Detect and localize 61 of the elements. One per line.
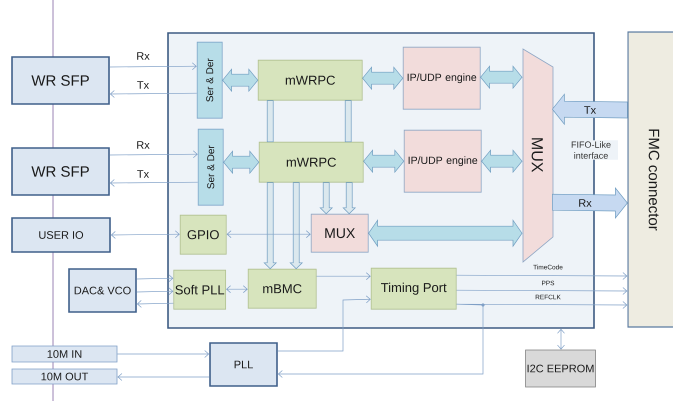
port-box: 10M IN — [12, 346, 118, 362]
edge-label: Tx — [136, 80, 150, 90]
memory-chip-box: I2C EEPROM — [525, 350, 596, 388]
core-block: GPIO — [180, 214, 227, 255]
mux-block: MUX — [310, 214, 369, 253]
block-arrow — [319, 182, 334, 214]
module-box: PLL — [209, 342, 278, 387]
arrow — [557, 328, 565, 350]
arrow — [110, 90, 198, 98]
edge-label: Rx — [136, 140, 150, 150]
bus-bar — [344, 100, 352, 142]
core-block: mWRPC — [258, 142, 364, 183]
block-arrow — [480, 65, 522, 90]
arrow — [117, 373, 210, 381]
serdes-block: Ser & Der — [198, 128, 224, 206]
edge-label: Rx — [136, 52, 150, 60]
core-block: Timing Port — [370, 268, 457, 310]
bus-bar — [266, 100, 274, 142]
block-arrow — [552, 187, 628, 219]
module-box: WR SFP — [11, 56, 110, 105]
interface-label: FIFO-Like interface — [564, 140, 618, 160]
arrow — [109, 150, 198, 158]
block-arrow — [368, 219, 522, 248]
block-arrow — [289, 182, 304, 270]
serdes-block: Ser & Der — [196, 42, 223, 119]
module-box: USER IO — [11, 217, 111, 253]
engine-block: IP/UDP engine — [402, 46, 481, 110]
arrow — [136, 300, 174, 308]
arrow — [109, 62, 197, 70]
arrow — [136, 287, 174, 296]
edge-label: Tx — [583, 106, 597, 114]
connector-block: FMC connector — [627, 31, 673, 328]
arrow — [278, 303, 485, 378]
core-block: Soft PLL — [173, 270, 226, 310]
block-arrow — [263, 182, 278, 270]
core-block: mWRPC — [258, 60, 363, 101]
edge-label: Rx — [578, 198, 592, 208]
block-arrow — [362, 66, 404, 90]
engine-block: IP/UDP engine — [404, 130, 482, 193]
module-box: DAC& VCO — [68, 268, 137, 313]
arrow — [226, 285, 248, 294]
arrow — [456, 301, 628, 309]
arrow — [277, 295, 371, 352]
arrow — [456, 272, 628, 280]
port-box: 10M OUT — [12, 368, 118, 384]
arrow — [136, 274, 174, 282]
arrow — [316, 272, 371, 280]
block-arrow — [363, 149, 404, 174]
block-arrow — [222, 68, 258, 92]
edge-label: Tx — [136, 170, 150, 178]
arrow — [226, 230, 311, 238]
block-arrow — [342, 182, 356, 214]
block-arrow — [552, 93, 628, 126]
module-box: WR SFP — [11, 147, 110, 196]
core-block: mBMC — [248, 268, 317, 309]
arrow — [110, 230, 180, 239]
arrow — [110, 179, 198, 187]
arrow — [117, 350, 210, 358]
block-arrow — [481, 149, 522, 174]
arrow — [456, 287, 628, 295]
block-arrow — [223, 150, 260, 174]
